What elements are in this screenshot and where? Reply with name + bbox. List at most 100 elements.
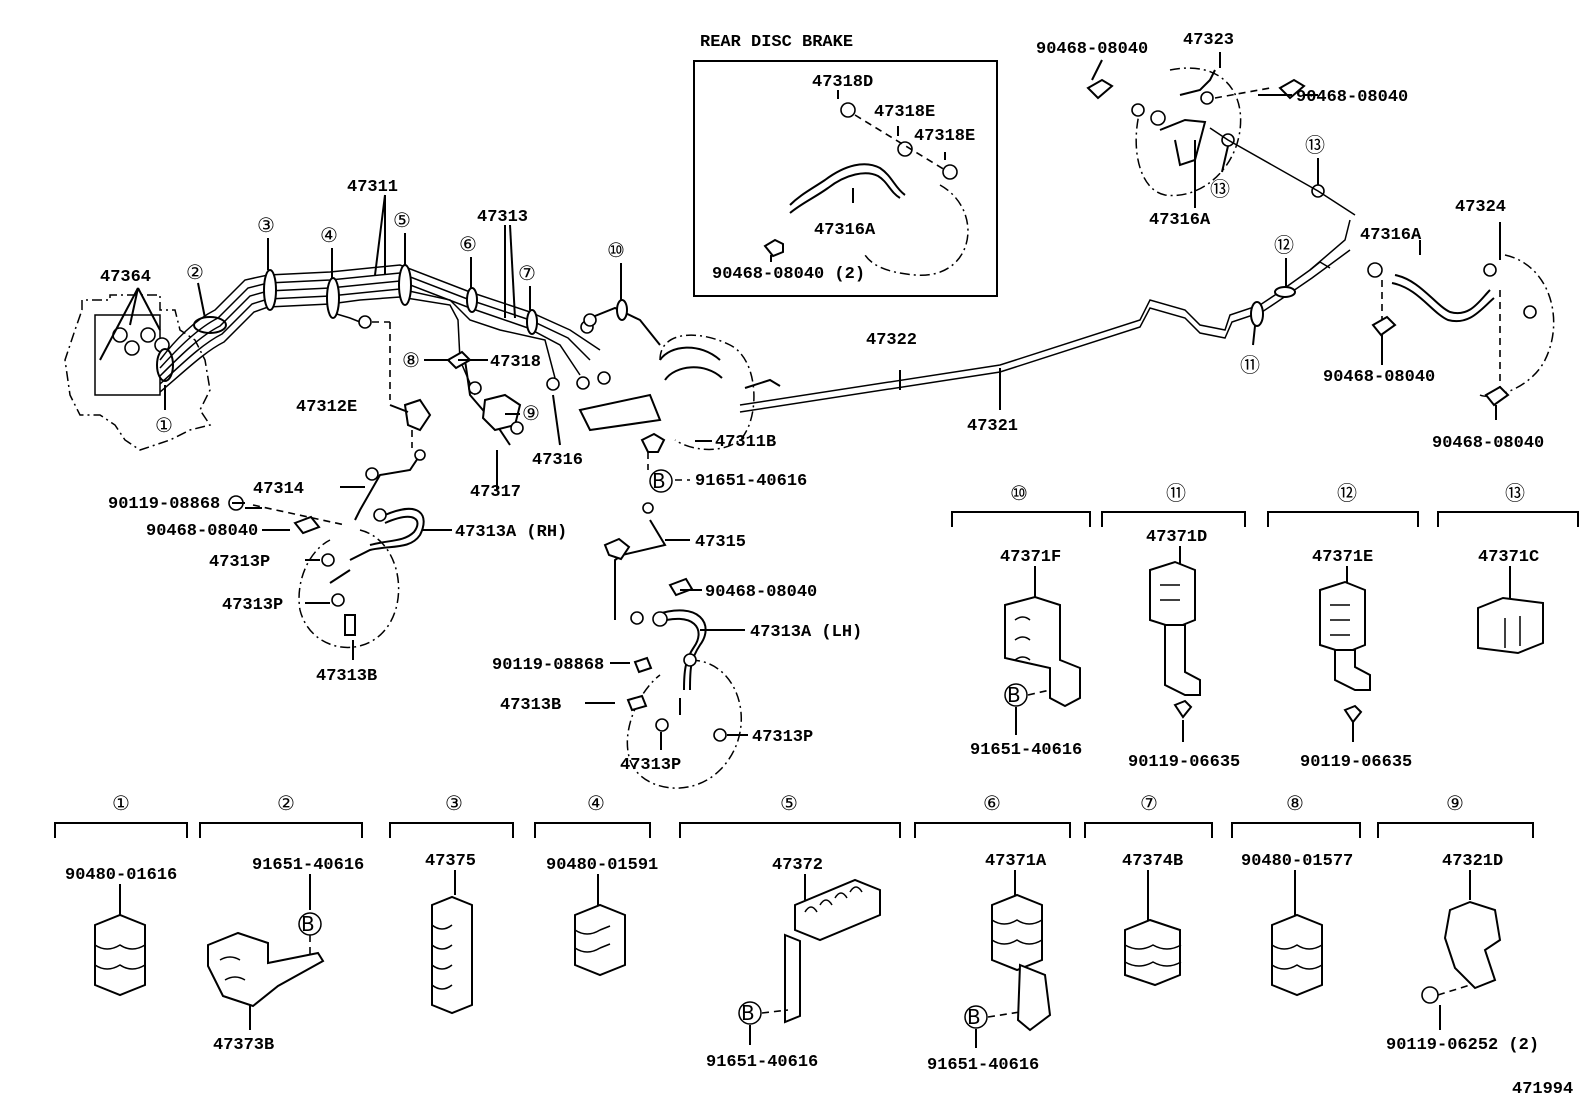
detail-10-number: ⑩ [1010, 481, 1028, 505]
callout-47312E: 47312E [296, 398, 357, 417]
callout-47321: 47321 [967, 417, 1018, 436]
detail-1-part: 90480-01616 [65, 866, 177, 885]
callout-47313P-lh-a: 47313P [752, 728, 813, 747]
callout-47324: 47324 [1455, 198, 1506, 217]
callout-90468-08040-rl-a: 90468-08040 [1323, 368, 1435, 387]
circled-position-markers: ① ② ③ ④ ⑤ ⑥ ⑦ ⑧ ⑨ ⑩ ⑪ ⑫ ⑬ ⑬ B [155, 133, 1325, 493]
detail-5-number: ⑤ [780, 791, 798, 815]
callout-90468-08040-tr-b: 90468-08040 [1296, 88, 1408, 107]
clamp-47371A [991, 893, 1043, 972]
marker-13-a: ⑬ [1305, 133, 1325, 157]
clamp-47371F [1004, 595, 1081, 708]
detail-5-fastener: 91651-40616 [706, 1053, 818, 1072]
callout-labels: 47364 47311 47313 47318 47312E 47316 473… [100, 31, 1544, 775]
rear-disc-brake-inset: REAR DISC BRAKE 47318D 47318E 47318E 473… [693, 33, 998, 297]
detail-12-fastener: 90119-06635 [1300, 753, 1412, 772]
callout-47316A-rl: 47316A [1360, 226, 1422, 245]
clamp-detail-8: ⑧ 90480-01577 [1231, 791, 1361, 997]
marker-8: ⑧ [402, 348, 420, 372]
clamp-47321D [1443, 900, 1502, 990]
clamp-10-on-lines [616, 299, 628, 321]
inset-gasket-2 [942, 164, 958, 180]
marker-13-b: ⑬ [1210, 177, 1230, 201]
callout-90468-08040-rl-b: 90468-08040 [1432, 434, 1544, 453]
marker-4: ④ [320, 223, 338, 247]
leader-lines [99, 59, 1292, 750]
detail-13-number: ⑬ [1505, 481, 1525, 505]
callout-47313B-rh: 47313B [316, 667, 377, 686]
marker-7: ⑦ [518, 261, 536, 285]
clamp-47371C [1477, 596, 1544, 655]
callout-47313P-rh-a: 47313P [209, 553, 270, 572]
abs-actuator-area [64, 294, 227, 451]
clamp-detail-4: ④ 90480-01591 [534, 791, 658, 977]
clamp-11-on-lines [1250, 301, 1264, 327]
detail-7-number: ⑦ [1140, 791, 1158, 815]
rear-left-brake [1367, 222, 1555, 420]
callout-90468-08040-lh: 90468-08040 [705, 583, 817, 602]
marker-12: ⑫ [1274, 233, 1294, 257]
marker-11: ⑪ [1240, 353, 1260, 377]
callout-47313B-lh: 47313B [500, 696, 561, 715]
marker-5: ⑤ [393, 208, 411, 232]
detail-6-fastener: 91651-40616 [927, 1056, 1039, 1075]
detail-11-part: 47371D [1146, 528, 1207, 547]
callout-47323: 47323 [1183, 31, 1234, 50]
detail-6-number: ⑥ [983, 791, 1001, 815]
clamp-detail-3: ③ 47375 [389, 791, 514, 1015]
detail-9-number: ⑨ [1446, 791, 1464, 815]
clamp-90480-01591 [574, 903, 626, 977]
clamp-47374B [1124, 918, 1181, 987]
inset-caliper-outline [864, 184, 969, 276]
callout-47318: 47318 [490, 353, 541, 372]
callout-90468-08040-2: 90468-08040 (2) [712, 265, 865, 284]
detail-12-part: 47371E [1312, 548, 1373, 567]
marker-6: ⑥ [459, 232, 477, 256]
clamp-detail-12: ⑫ 47371E 90119-06635 [1267, 481, 1419, 772]
callout-47313A-LH: 47313A (LH) [750, 623, 862, 642]
clamp-detail-13: ⑬ 47371C [1437, 481, 1579, 655]
detail-9-part: 47321D [1442, 852, 1503, 871]
callout-47313P-lh-b: 47313P [620, 756, 681, 775]
marker-2: ② [186, 260, 204, 284]
detail-11-number: ⑪ [1166, 481, 1186, 505]
detail-6-part: 47371A [985, 852, 1047, 871]
three-way-joint-47317 [446, 350, 524, 446]
detail-12-number: ⑫ [1337, 481, 1357, 505]
callout-90468-08040-tr-a: 90468-08040 [1036, 40, 1148, 59]
inset-hose [789, 163, 906, 206]
clamp-47371D [1149, 560, 1196, 630]
clamp-47371E [1319, 580, 1366, 655]
callout-90119-08868-lh: 90119-08868 [492, 656, 604, 675]
brake-booster [659, 334, 755, 451]
marker-9: ⑨ [522, 401, 540, 425]
front-brake-line-bundle [159, 264, 611, 400]
front-right-brake [228, 398, 432, 660]
detail-2-fastener: 47373B [213, 1036, 274, 1055]
clamp-detail-10: ⑩ 47371F B 91651-40616 [951, 481, 1091, 760]
detail-4-number: ④ [587, 791, 605, 815]
callout-47313P-rh-b: 47313P [222, 596, 283, 615]
detail-5-part: 47372 [772, 856, 823, 875]
detail-4-part: 90480-01591 [546, 856, 658, 875]
inset-frame [693, 60, 998, 297]
master-cylinder-booster [578, 299, 781, 470]
clamp-detail-1: ① 90480-01616 [54, 791, 188, 997]
inset-title: REAR DISC BRAKE [700, 33, 853, 52]
callout-47315: 47315 [695, 533, 746, 552]
detail-10-b: B [1007, 683, 1021, 707]
clamp-4-on-lines [326, 277, 340, 319]
clamp-detail-11: ⑪ 47371D 90119-06635 [1101, 481, 1246, 772]
detail-6-b: B [967, 1005, 981, 1029]
callout-47316A-rr: 47316A [1149, 211, 1211, 230]
clamp-5-on-lines [398, 264, 412, 306]
callout-47314: 47314 [253, 480, 304, 499]
callout-47322: 47322 [866, 331, 917, 350]
figure-number: 471994 [1512, 1080, 1573, 1099]
callout-90119-08868-rh: 90119-08868 [108, 495, 220, 514]
detail-2-part: 91651-40616 [252, 856, 364, 875]
callout-47311B: 47311B [715, 433, 776, 452]
front-left-brake [603, 502, 743, 789]
clamp-detail-2: ② 91651-40616 B 47373B [199, 791, 364, 1055]
actuator-outline [64, 294, 212, 451]
